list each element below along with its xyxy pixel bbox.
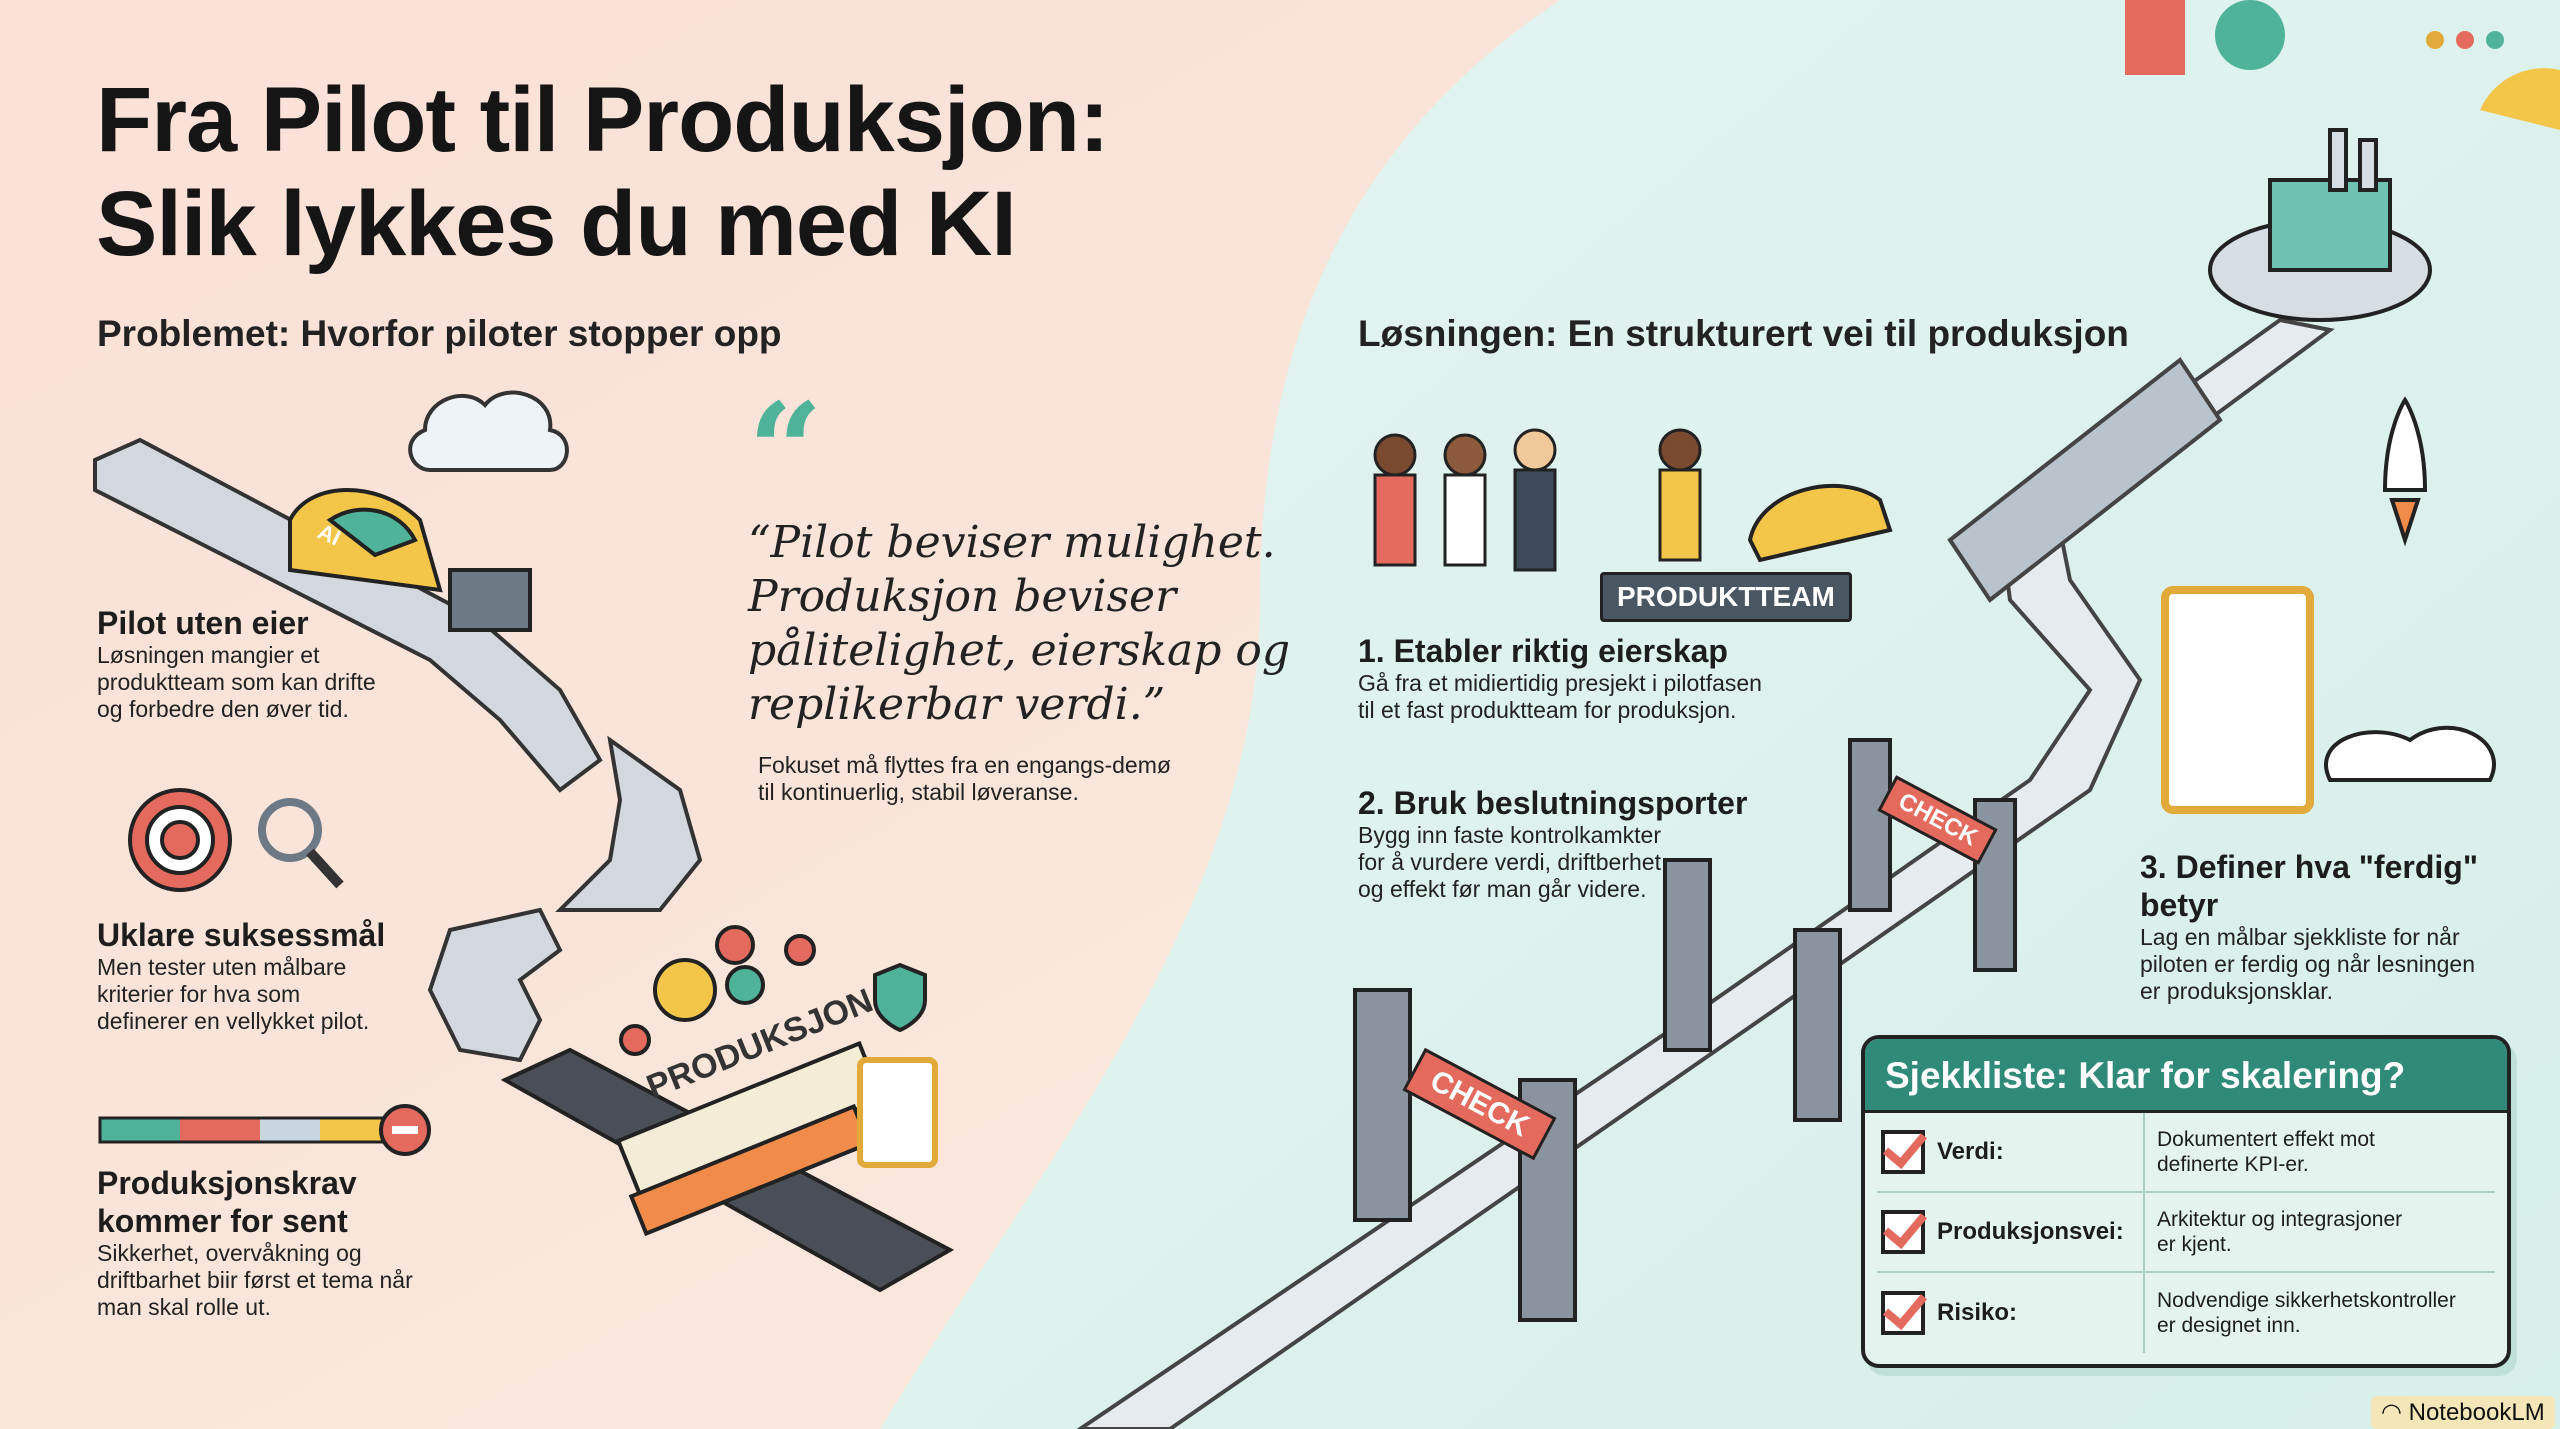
laptop-icon	[448, 568, 532, 632]
step-text: Bygg inn faste kontrolkamkter	[1358, 822, 1661, 848]
production-road	[1076, 317, 2335, 1429]
item-title: Pilot uten eier	[97, 605, 309, 641]
magnifier-icon	[258, 798, 344, 889]
item-text: man skal rolle ut.	[97, 1294, 271, 1320]
product-team-label: PRODUKTTEAM	[1600, 572, 1852, 622]
row-label: Produksjonsvei:	[1937, 1218, 2124, 1245]
row-value-line: Arkitektur og integrasjoner	[2157, 1208, 2403, 1231]
shield-icon	[873, 962, 927, 1033]
gears-icon	[653, 925, 765, 1022]
item-text: Sikkerhet, overvåkning og	[97, 1240, 362, 1266]
step-text: for å vurdere verdi, driftberhet	[1358, 849, 1661, 875]
item-text: og forbedre den øver tid.	[97, 696, 349, 722]
row-value-line: er kjent.	[2157, 1233, 2232, 1256]
solution-step-3: 3. Definer hva "ferdig" betyr Lag en mål…	[2140, 848, 2560, 1005]
ai-train-icon	[288, 488, 443, 593]
quote-caption: Fokuset må flyttes fra en engangs-demø	[758, 752, 1171, 778]
row-label: Risiko:	[1937, 1299, 2018, 1326]
row-value-line: er designet inn.	[2157, 1314, 2301, 1337]
step-text: Lag en målbar sjekkliste for når	[2140, 924, 2460, 950]
late-requirements-bar	[98, 1104, 431, 1156]
row-value-line: Dokumentert effekt mot	[2157, 1128, 2375, 1151]
factory-icon	[2208, 128, 2432, 322]
step-title: 2. Bruk beslutningsporter	[1358, 785, 1748, 821]
target-icon	[128, 788, 232, 892]
item-text: produktteam som kan drifte	[97, 669, 376, 695]
solution-heading: Løsningen: En strukturert vei til produk…	[1358, 313, 2129, 354]
quote-line: “Pilot beviser mulighet.	[748, 517, 1276, 568]
team-people-icon	[1373, 428, 1702, 572]
solution-step-1: 1. Etabler riktig eierskap Gå fra et mid…	[1358, 632, 1762, 724]
step-text: piloten er ferdig og når lesningen	[2140, 951, 2476, 977]
step-text: til et fast produktteam for produksjon.	[1358, 697, 1737, 723]
quote-mark-icon: “	[748, 374, 823, 527]
step-title: 1. Etabler riktig eierskap	[1358, 633, 1728, 669]
ai-train-icon-right	[1747, 484, 1893, 563]
quote: “Pilot beviser mulighet. Produksjon bevi…	[748, 516, 1290, 806]
clipboard-icon	[857, 1057, 938, 1168]
problem-item-pilot-without-owner: Pilot uten eier Løsningen mangier et pro…	[97, 604, 376, 723]
rocket-icon	[2324, 396, 2496, 782]
cloud-icon	[408, 390, 569, 472]
problem-item-late-requirements: Produksjonskrav kommer for sent Sikkerhe…	[97, 1164, 417, 1321]
item-text: Løsningen mangier et	[97, 642, 320, 668]
item-text: definerer en vellykket pilot.	[97, 1008, 370, 1034]
clipboard-large-icon	[2161, 586, 2314, 814]
notebooklm-watermark: ◠ NotebookLM	[2371, 1396, 2555, 1429]
solution-step-2: 2. Bruk beslutningsporter Bygg inn faste…	[1358, 784, 1747, 903]
item-title: Uklare suksessmål	[97, 917, 386, 953]
item-text: Men tester uten målbare	[97, 954, 347, 980]
step-title: 3. Definer hva "ferdig" betyr	[2140, 849, 2478, 923]
checklist-row: Produksjonsvei: Arkitektur og integrasjo…	[1877, 1193, 2495, 1273]
checkbox-checked-icon	[1881, 1291, 1925, 1335]
title-line-2: Slik lykkes du med KI	[96, 173, 1017, 275]
quote-line: pålitelighet, eierskap og	[748, 625, 1291, 676]
checklist-title: Sjekkliste: Klar for skalering?	[1865, 1039, 2507, 1113]
item-text: driftbarhet biir først et tema når	[97, 1267, 413, 1293]
scaling-checklist: Sjekkliste: Klar for skalering? Verdi: D…	[1861, 1035, 2511, 1368]
title-line-1: Fra Pilot til Produksjon:	[96, 69, 1110, 171]
row-label: Verdi:	[1937, 1138, 2004, 1165]
checkbox-checked-icon	[1881, 1130, 1925, 1174]
step-text: og effekt før man går videre.	[1358, 876, 1647, 902]
quote-caption: til kontinuerlig, stabil løveranse.	[758, 779, 1079, 805]
page-title: Fra Pilot til Produksjon:Slik lykkes du …	[96, 68, 1110, 276]
decor-shapes	[2125, 0, 2560, 130]
row-value-line: Nodvendige sikkerhetskontroller	[2157, 1289, 2456, 1312]
problem-item-unclear-goals: Uklare suksessmål Men tester uten målbar…	[97, 916, 385, 1035]
barrier-icon	[615, 934, 885, 1237]
row-value-line: definerte KPI-er.	[2157, 1153, 2309, 1176]
watermark-text: NotebookLM	[2408, 1399, 2545, 1426]
quote-line: replikerbar verdi.”	[748, 679, 1166, 730]
quote-line: Produksjon beviser	[748, 571, 1177, 622]
step-text: er produksjonsklar.	[2140, 978, 2334, 1004]
step-text: Gå fra et midiertidig presjekt i pilotfa…	[1358, 670, 1762, 696]
notebooklm-logo-icon: ◠	[2381, 1399, 2409, 1426]
item-text: kriterier for hva som	[97, 981, 301, 1007]
checkbox-checked-icon	[1881, 1210, 1925, 1254]
item-title: Produksjonskrav kommer for sent	[97, 1165, 357, 1239]
problem-heading: Problemet: Hvorfor piloter stopper opp	[97, 313, 782, 354]
